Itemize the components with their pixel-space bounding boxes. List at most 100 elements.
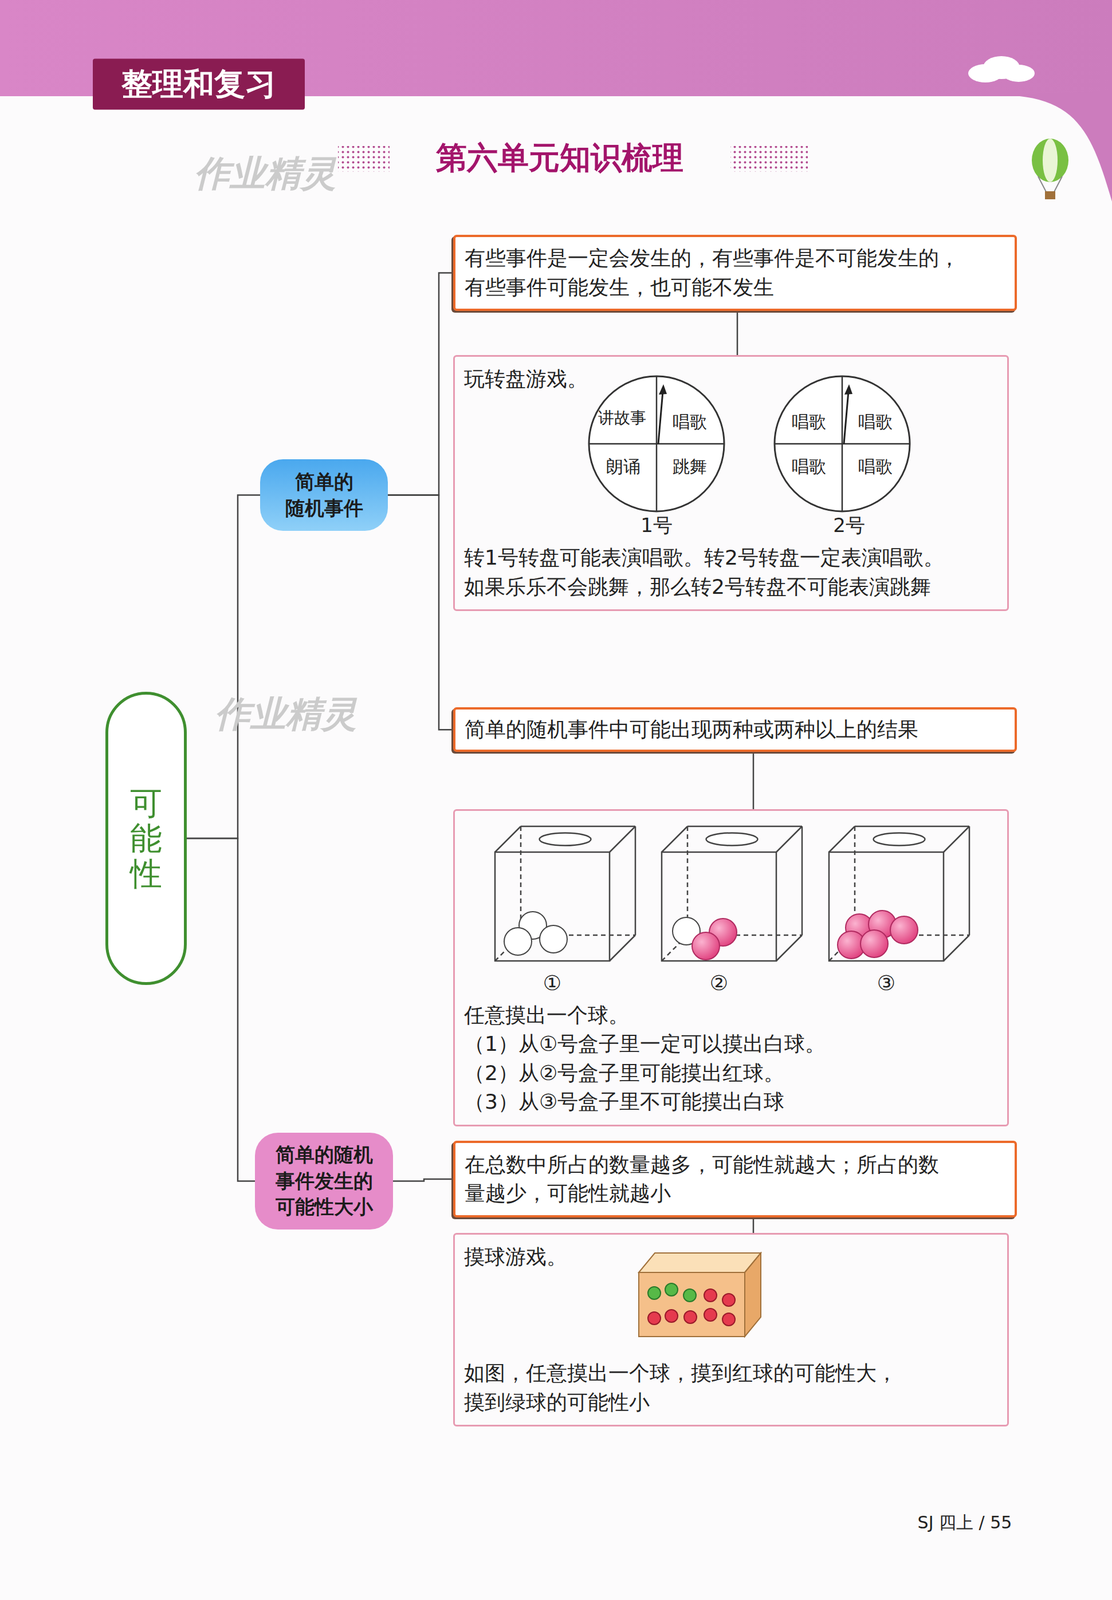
example-box: 玩转盘游戏。转1号转盘可能表演唱歌。转2号转盘一定表演唱歌。 如果乐乐不会跳舞，… [453,355,1009,612]
box-edge [968,826,971,936]
example-box: 任意摸出一个球。（1）从①号盒子里一定可以摸出白球。（2）从②号盒子里可能摸出红… [453,809,1009,1127]
box-text: 有些事件是一定会发生的，有些事件是不可能发生的， 有些事件可能发生，也可能不发生 [464,244,1006,302]
red-ball [722,1294,736,1307]
tree-connector [186,838,255,1182]
tree-connector [387,495,454,731]
header-curve [996,91,1112,202]
box-text: 简单的随机 事件发生的 可能性大小 [262,1142,385,1222]
concept-box: 有些事件是一定会发生的，有些事件是不可能发生的， 有些事件可能发生，也可能不发生 [453,234,1017,312]
topic-box: 可能性 [105,692,187,986]
box-front [661,852,777,962]
dot-decoration [338,146,390,172]
pointer-head [844,384,853,395]
white-ball [504,928,532,956]
box-edge [776,935,803,962]
box-text: （1）从①号盒子里一定可以摸出白球。 [464,1030,998,1059]
red-ball [890,916,918,945]
watermark: 作业精灵 [214,690,357,739]
tree-connector [393,1179,454,1182]
box-side [744,1253,761,1338]
sector-label: 唱歌 [672,410,707,435]
box-top [638,1253,761,1273]
box-edge [776,826,803,853]
green-ball [683,1289,697,1303]
sector-label: 唱歌 [791,410,827,435]
concept-box: 简单的随机事件中可能出现两种或两种以上的结果 [453,707,1017,753]
page-footer: SJ 四上 / 55 [917,1511,1013,1536]
box-text: 简单的 随机事件 [265,469,383,522]
box-opening [539,833,592,847]
box-heading: 玩转盘游戏。 [464,364,998,394]
sector-label: 讲故事 [598,407,647,430]
sector-label: 唱歌 [858,410,893,435]
box-edge [520,826,636,828]
box-text: 如图，任意摸出一个球，摸到红球的可能性大， 摸到绿球的可能性小 [464,1359,998,1418]
box-edge [634,826,637,936]
spinner-divider [774,443,910,446]
box-number: ③ [877,971,896,996]
red-ball [665,1310,678,1323]
balloon-basket [1044,191,1056,200]
box-edge [828,826,855,853]
spinner-divider [588,443,725,446]
green-ball [665,1283,678,1297]
box-opening [873,833,926,847]
sector-label: 唱歌 [858,455,893,479]
concept-box: 在总数中所占的数量越多，可能性就越大；所占的数 量越少，可能性就越小 [453,1141,1017,1218]
tree-connector [752,752,755,810]
red-ball [684,1311,697,1324]
tree-connector [752,1217,755,1234]
spinner [588,376,725,512]
box-number: ① [543,971,562,996]
red-ball [860,930,888,958]
category-box: 简单的 随机事件 [260,459,388,532]
box-heading: 摸球游戏。 [464,1243,998,1272]
box-number: ② [709,971,729,996]
box-edge [687,826,803,828]
box-text: 简单的随机事件中可能出现两种或两种以上的结果 [464,715,1006,745]
pointer-head [658,384,667,395]
green-ball [647,1287,661,1300]
cloud [1002,64,1035,82]
box-text: 在总数中所占的数量越多，可能性就越大；所占的数 量越少，可能性就越小 [464,1150,1006,1209]
balloon-rope [1038,176,1063,192]
box-front [638,1272,745,1338]
dot-decoration [730,146,808,172]
box-front [828,852,944,962]
red-ball [722,1313,736,1327]
tree-connector [186,495,261,840]
box-edge [943,935,970,962]
box-edge [661,826,688,853]
box-front [494,852,610,962]
tree-connector [387,273,454,496]
tree-connector [736,311,739,356]
spinner-number: 2号 [832,512,866,540]
box-text: （2）从②号盒子里可能摸出红球。 [464,1059,998,1088]
balloon [1031,138,1069,183]
white-ball [539,925,568,954]
balloon-stripe [1042,138,1058,183]
box-opening [706,833,758,847]
spinner-number: 1号 [640,512,673,540]
spinner-pointer [843,391,849,444]
page-title: 第六单元知识梳理 [435,137,684,180]
red-ball [692,932,720,961]
box-edge [609,935,636,962]
spinner-pointer [658,391,663,444]
section-tab: 整理和复习 [92,59,305,110]
box-edge [609,826,636,853]
category-box: 简单的随机 事件发生的 可能性大小 [254,1133,394,1231]
box-text: （3）从③号盒子里不可能摸出白球 [464,1087,998,1117]
sector-label: 跳舞 [672,455,707,479]
sector-label: 朗诵 [606,455,641,479]
box-edge [494,826,521,853]
red-ball [704,1289,717,1303]
box-edge [943,826,970,853]
red-ball [647,1312,661,1326]
box-text: 可能性 [130,786,163,893]
spinner [774,376,910,512]
box-edge [801,826,804,936]
red-ball [704,1309,717,1322]
box-text: 转1号转盘可能表演唱歌。转2号转盘一定表演唱歌。 如果乐乐不会跳舞，那么转2号转… [464,543,998,602]
